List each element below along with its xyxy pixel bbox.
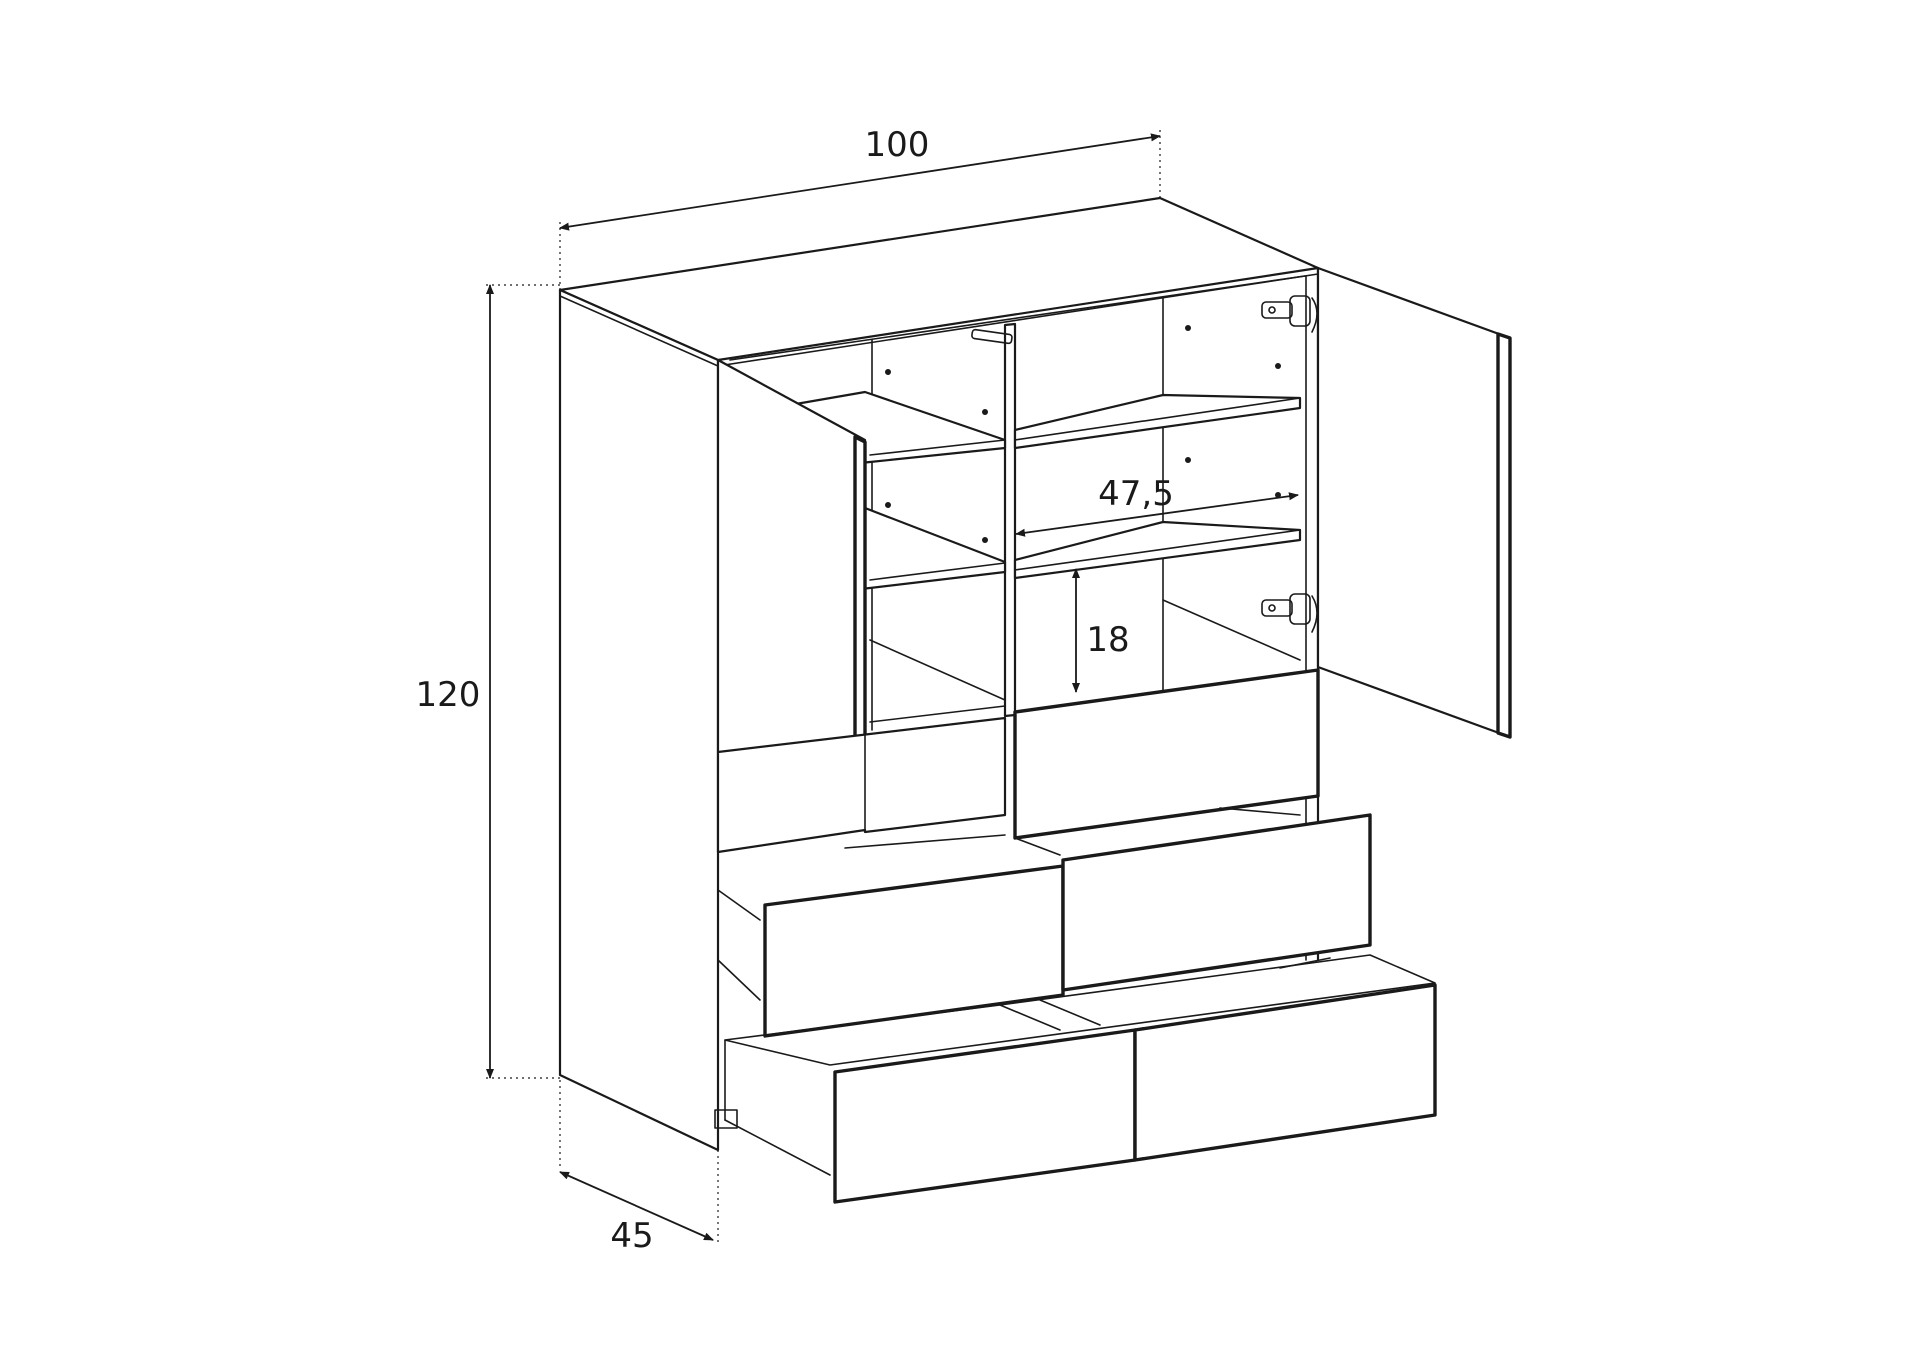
width-label: 100 xyxy=(865,125,930,165)
cabinet-body xyxy=(558,196,1320,1152)
height-label: 120 xyxy=(416,675,481,715)
drawer-row-3 xyxy=(714,954,1437,1204)
shelf-spacing-label: 18 xyxy=(1086,620,1129,660)
drawer-row-1 xyxy=(716,668,1320,854)
top-hinge-icon xyxy=(1261,295,1318,333)
bottom-hinge-icon xyxy=(1261,593,1318,633)
shelf-spacing-dimension: 18 xyxy=(1072,568,1130,693)
width-dimension: 100 xyxy=(559,125,1161,290)
drawer-row-2 xyxy=(717,807,1372,1038)
right-door xyxy=(1261,266,1512,739)
height-dimension: 120 xyxy=(416,284,560,1079)
depth-label: 45 xyxy=(610,1216,653,1256)
inner-width-dimension: 47,5 xyxy=(1015,474,1299,537)
depth-dimension: 45 xyxy=(559,1080,719,1256)
inner-width-label: 47,5 xyxy=(1098,474,1174,514)
